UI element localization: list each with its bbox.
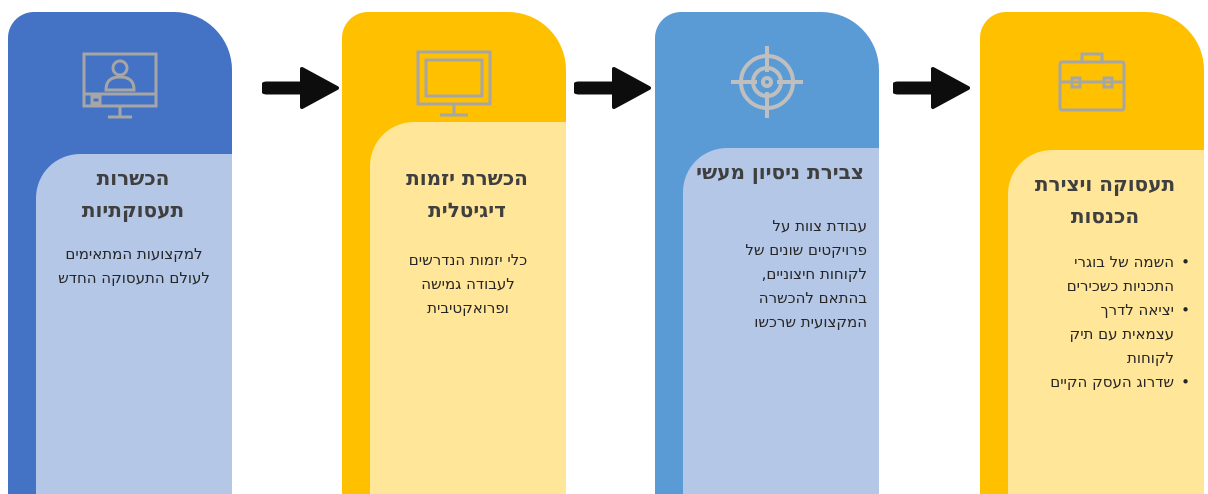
title-line: תעסוקה ויצירת [1034,172,1176,196]
bullet-line: התכניות כשכירים [1066,277,1174,295]
monitor-user-icon [8,50,232,130]
step-card-digital-entrepreneurship: הכשרת יזמות דיגיטלית כלי יזמות הנדרשים ל… [342,12,566,494]
bullet-item: יציאה לדרך עצמאית עם תיק לקוחות [1020,298,1192,370]
title-line: הכשרות [96,166,170,190]
title-line: דיגיטלית [428,198,506,222]
card-title: צבירת ניסיון מעשי [691,156,869,188]
target-icon [655,42,879,122]
arrow-right-icon [574,67,651,109]
step-card-practical-experience: צבירת ניסיון מעשי עבודת צוות על פרויקטים… [655,12,879,494]
bullet-line: לקוחות [1127,349,1174,367]
body-line: בהתאם להכשרה [758,289,867,307]
arrow-right-icon [262,67,339,109]
arrow-right-icon [893,67,970,109]
title-line: הכשרת יזמות [406,166,528,190]
body-line: פרויקטים שונים של [745,241,867,259]
title-line: הכנסות [1070,204,1140,228]
card-title: תעסוקה ויצירת הכנסות [1016,168,1194,232]
card-content-panel [683,148,879,494]
body-line: לעולם התעסוקה החדש [58,269,210,287]
body-line: ופרואקטיבית [427,299,509,317]
bullet-item: השמה של בוגרי התכניות כשכירים [1020,250,1192,298]
bullet-line: עצמאית עם תיק [1069,325,1174,343]
briefcase-icon [980,44,1204,124]
body-line: לקוחות חיצוניים, [761,265,867,283]
card-description: כלי יזמות הנדרשים לעבודה גמישה ופרואקטיב… [382,248,554,320]
body-line: כלי יזמות הנדרשים [408,251,528,269]
title-line: צבירת ניסיון מעשי [696,160,864,184]
body-line: המקצועית שרכשו [754,313,867,331]
bullet-line: השמה של בוגרי [1074,253,1174,271]
card-description: עבודת צוות על פרויקטים שונים של לקוחות ח… [695,214,867,334]
step-card-occupational-training: הכשרות תעסוקתיות למקצועות המתאימים לעולם… [8,12,232,494]
body-line: לעבודה גמישה [421,275,515,293]
card-content-panel [370,122,566,494]
card-content-panel [36,154,232,494]
bullet-line: שדרוג העסק הקיים [1050,373,1174,391]
body-line: עבודת צוות על [772,217,867,235]
card-description: למקצועות המתאימים לעולם התעסוקה החדש [48,242,220,290]
card-title: הכשרת יזמות דיגיטלית [378,162,556,226]
body-line: למקצועות המתאימים [65,245,203,263]
bullet-item: שדרוג העסק הקיים [1020,370,1192,394]
card-title: הכשרות תעסוקתיות [44,162,222,226]
title-line: תעסוקתיות [81,198,185,222]
bullet-line: יציאה לדרך [1100,301,1174,319]
card-bullet-list: השמה של בוגרי התכניות כשכירים יציאה לדרך… [1020,250,1192,394]
monitor-icon [342,46,566,126]
step-card-employment-income: תעסוקה ויצירת הכנסות השמה של בוגרי התכני… [980,12,1204,494]
